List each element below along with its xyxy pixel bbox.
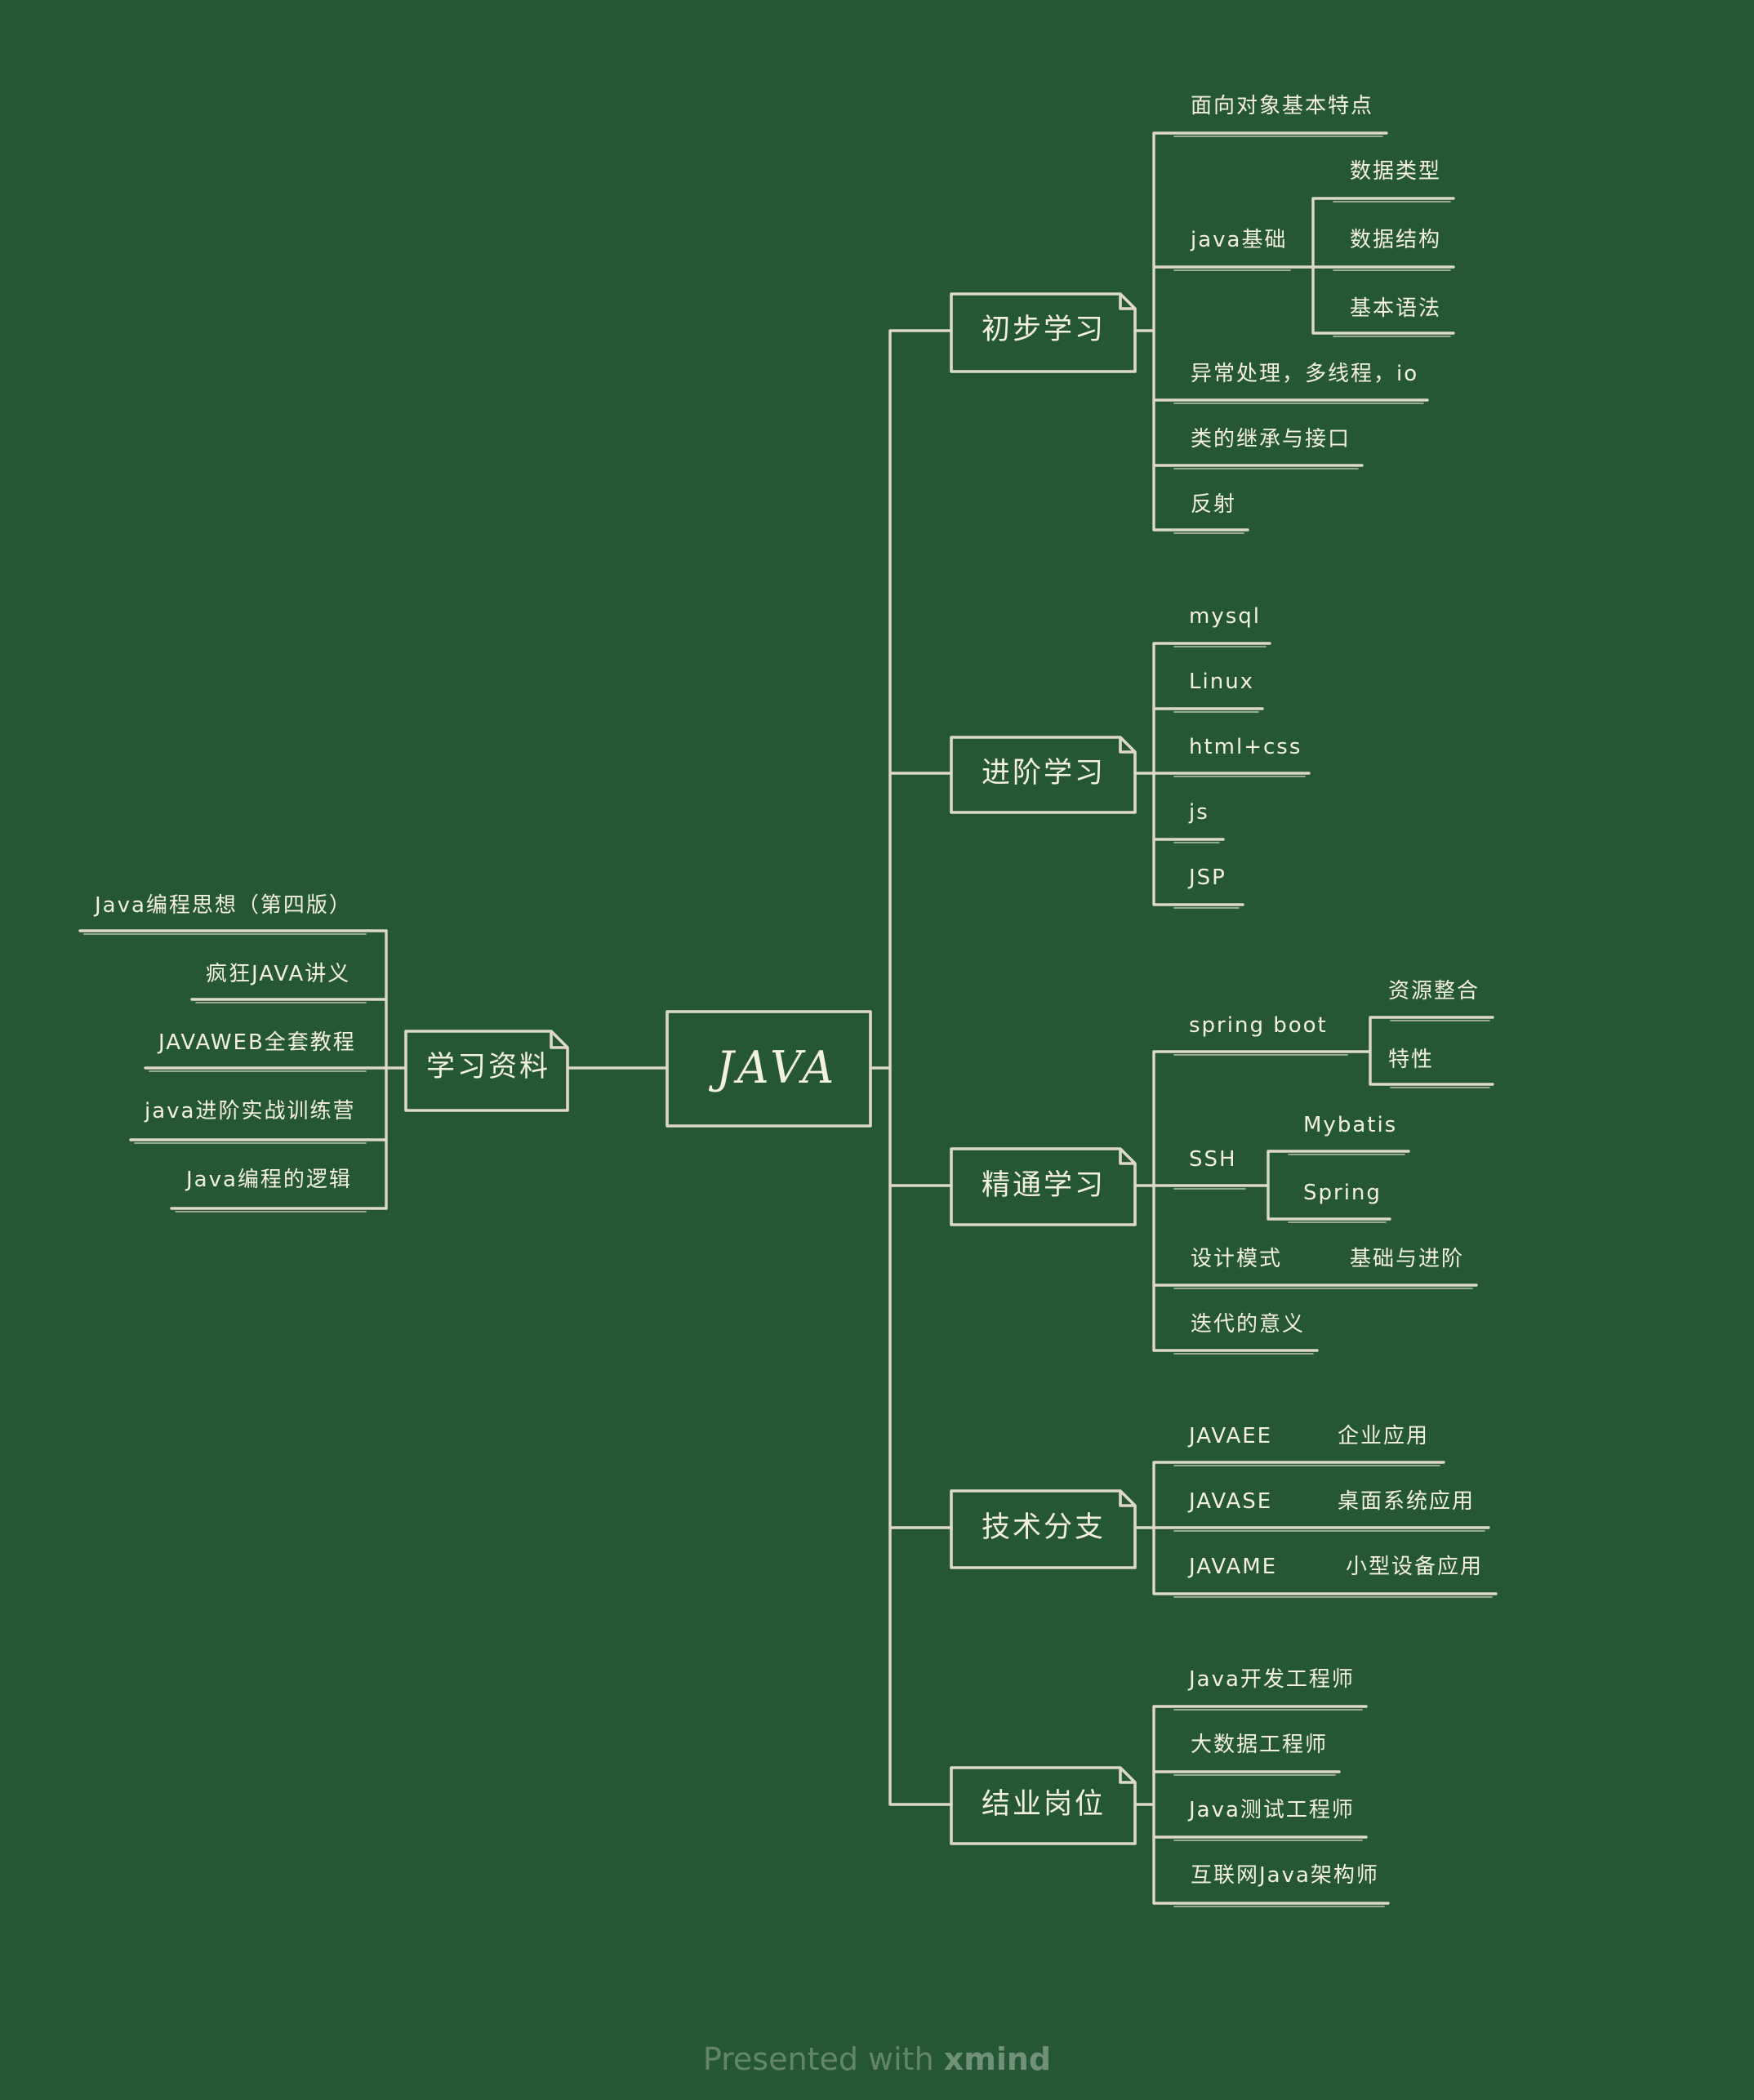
- topic-title-3[interactable]: 精通学习: [982, 1169, 1106, 1202]
- b3-sub-mybatis[interactable]: Mybatis: [1303, 1113, 1398, 1137]
- b2-item-linux[interactable]: Linux: [1189, 670, 1255, 694]
- root-title[interactable]: JAVA: [716, 1042, 838, 1093]
- topic-box-4[interactable]: [950, 1489, 1137, 1569]
- b3-sub-basic-advanced[interactable]: 基础与进阶: [1350, 1247, 1465, 1271]
- b2-item-mysql[interactable]: mysql: [1189, 604, 1261, 629]
- left-connector: [385, 929, 669, 1210]
- left-item-javaweb-tutorial[interactable]: JAVAWEB全套教程: [158, 1030, 356, 1055]
- b1-item-inheritance[interactable]: 类的继承与接口: [1191, 427, 1351, 452]
- b1-sub-data-types[interactable]: 数据类型: [1350, 159, 1442, 184]
- b4-item-javame[interactable]: JAVAME: [1189, 1555, 1278, 1579]
- topic-box-1[interactable]: [950, 292, 1137, 373]
- b1-item-oop[interactable]: 面向对象基本特点: [1191, 94, 1374, 118]
- topic-title-2[interactable]: 进阶学习: [982, 757, 1106, 790]
- b4-item-javaee[interactable]: JAVAEE: [1189, 1424, 1273, 1448]
- b5-item-java-developer[interactable]: Java开发工程师: [1189, 1667, 1355, 1692]
- b1-item-reflection[interactable]: 反射: [1191, 492, 1237, 517]
- b1-sub-syntax[interactable]: 基本语法: [1350, 296, 1442, 321]
- b4-sub-desktop[interactable]: 桌面系统应用: [1338, 1489, 1476, 1514]
- b2-item-js[interactable]: js: [1189, 800, 1209, 825]
- b3-item-ssh[interactable]: SSH: [1189, 1147, 1237, 1172]
- b5-item-big-data-engineer[interactable]: 大数据工程师: [1191, 1733, 1329, 1757]
- b3-item-spring-boot[interactable]: spring boot: [1189, 1013, 1328, 1038]
- b1-item-exceptions[interactable]: 异常处理，多线程，io: [1191, 362, 1419, 386]
- topic-title-5[interactable]: 结业岗位: [982, 1788, 1106, 1821]
- root-box[interactable]: [666, 1010, 872, 1128]
- b1-item-java-basics[interactable]: java基础: [1191, 228, 1288, 252]
- left-item-thinking-in-java[interactable]: Java编程思想（第四版）: [95, 893, 352, 918]
- b4-item-javase[interactable]: JAVASE: [1189, 1489, 1273, 1514]
- topic-title-4[interactable]: 技术分支: [982, 1511, 1106, 1544]
- b2-item-html-css[interactable]: html+css: [1189, 735, 1302, 759]
- topic-box-2[interactable]: [950, 736, 1137, 814]
- left-item-java-bootcamp[interactable]: java进阶实战训练营: [145, 1099, 356, 1123]
- b4-connector: [1133, 1461, 1498, 1595]
- topic-box-5[interactable]: [950, 1766, 1137, 1845]
- b1-connector: [1133, 131, 1455, 532]
- b5-connector: [1133, 1705, 1390, 1905]
- b1-sub-data-structures[interactable]: 数据结构: [1350, 228, 1442, 252]
- left-item-java-logic[interactable]: Java编程的逻辑: [186, 1168, 352, 1192]
- b3-sub-features[interactable]: 特性: [1388, 1048, 1435, 1072]
- xmind-logo: xmind: [943, 2041, 1052, 2077]
- topic-title-left[interactable]: 学习资料: [426, 1051, 551, 1083]
- b4-sub-small-device[interactable]: 小型设备应用: [1346, 1555, 1484, 1579]
- b2-item-jsp[interactable]: JSP: [1189, 865, 1226, 890]
- b3-connector: [1133, 1016, 1494, 1352]
- b3-item-design-patterns[interactable]: 设计模式: [1191, 1247, 1283, 1271]
- topic-box-3[interactable]: [950, 1147, 1137, 1226]
- b5-item-java-tester[interactable]: Java测试工程师: [1189, 1798, 1355, 1822]
- footer-prefix: Presented with: [702, 2041, 944, 2077]
- topic-title-1[interactable]: 初步学习: [982, 314, 1106, 346]
- b3-sub-resource-integration[interactable]: 资源整合: [1388, 979, 1480, 1003]
- left-item-crazy-java[interactable]: 疯狂JAVA讲义: [206, 962, 351, 986]
- left-items-connector: [78, 929, 388, 1210]
- trunk-connector: [869, 329, 953, 1806]
- b5-item-java-architect[interactable]: 互联网Java架构师: [1191, 1863, 1379, 1888]
- b3-sub-spring[interactable]: Spring: [1303, 1181, 1382, 1205]
- footer-watermark: Presented with xmind: [0, 2041, 1754, 2077]
- b3-item-iteration[interactable]: 迭代的意义: [1191, 1312, 1306, 1337]
- b4-sub-enterprise[interactable]: 企业应用: [1338, 1424, 1430, 1448]
- topic-box-left[interactable]: [404, 1030, 569, 1112]
- b2-connector: [1133, 642, 1311, 906]
